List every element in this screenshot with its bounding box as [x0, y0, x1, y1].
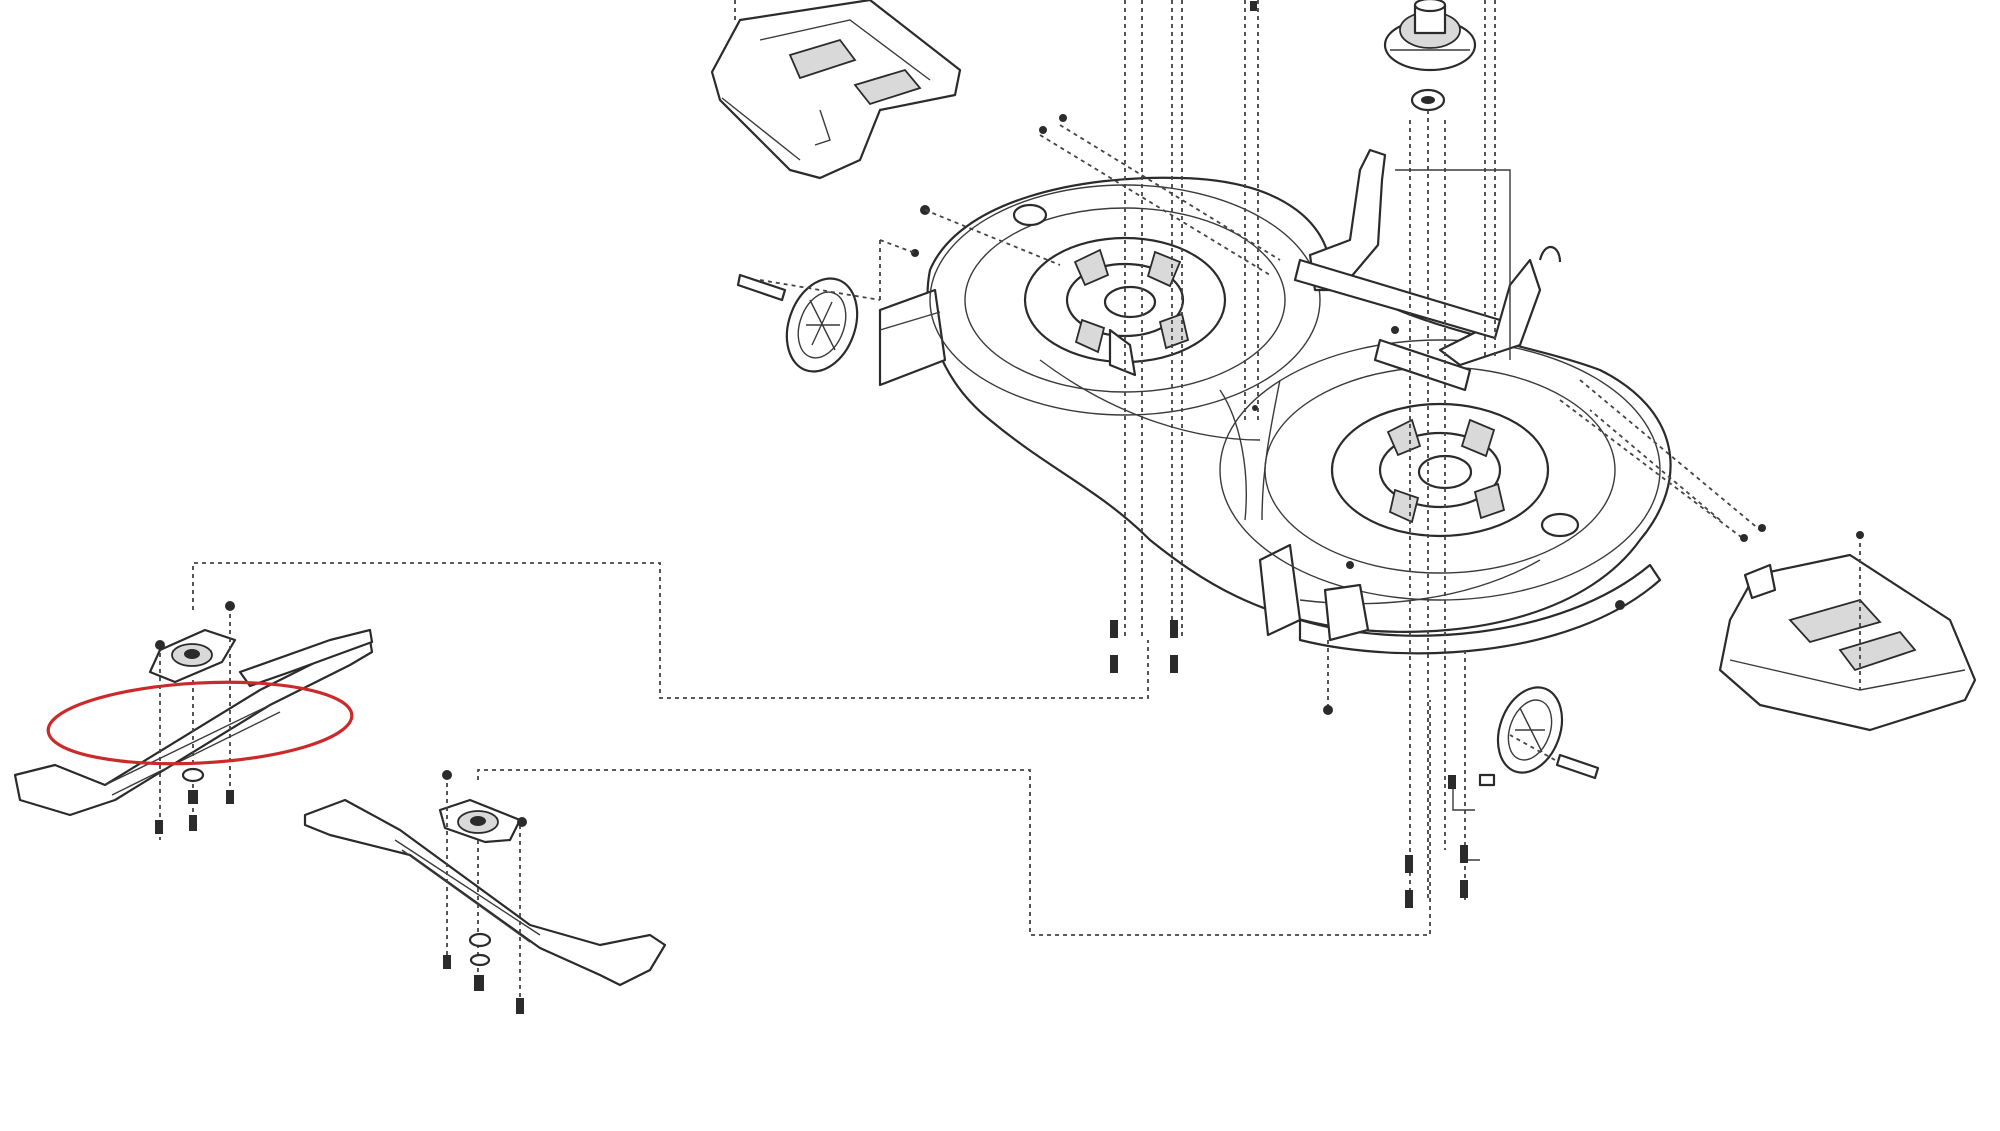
- spindle-pulley-assembly[interactable]: [1383, 0, 1477, 112]
- right-blade[interactable]: [303, 770, 667, 1014]
- highlight-circle: [46, 680, 354, 766]
- discharge-cover-left[interactable]: [710, 0, 962, 180]
- mower-deck[interactable]: [878, 148, 1672, 655]
- fasteners: [1039, 1, 1766, 908]
- discharge-cover-right[interactable]: [1718, 531, 1977, 732]
- gauge-wheel-right[interactable]: [1487, 678, 1600, 781]
- assembly-lines: [192, 0, 1761, 936]
- gauge-wheel-left[interactable]: [736, 269, 869, 382]
- left-blade[interactable]: [13, 601, 374, 840]
